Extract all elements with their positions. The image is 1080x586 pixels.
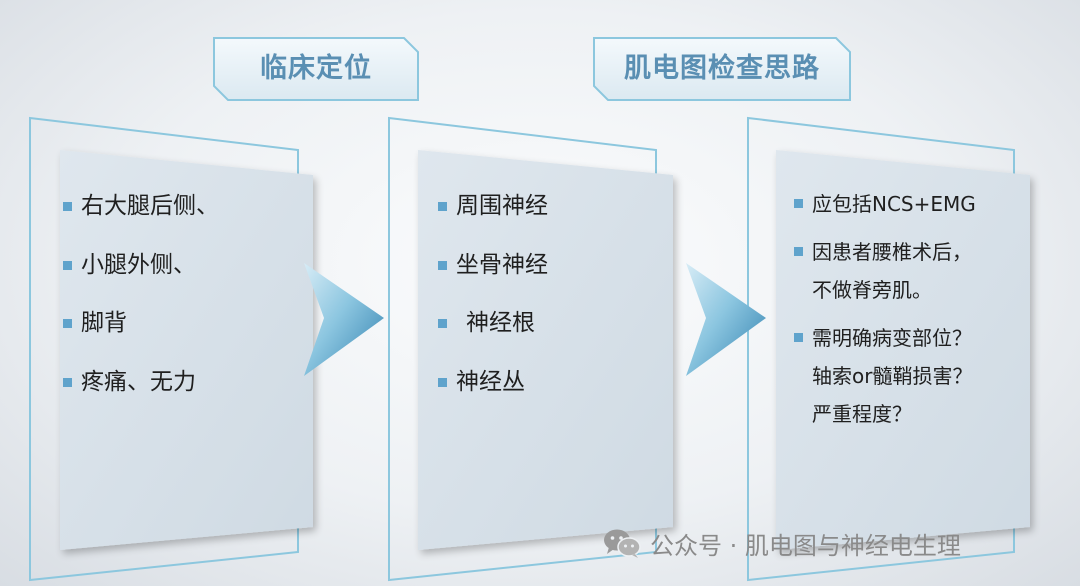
bullet-icon [438,319,447,328]
bullet-icon [438,377,447,387]
bullet-icon [794,199,803,208]
panel-frame-symptoms [29,116,313,582]
wechat-icon [604,529,641,558]
bullet-icon [63,260,72,270]
list-item: 疼痛、无力 [63,368,219,427]
bullet-icon [438,202,447,211]
bullet-icon [794,333,803,342]
title-tab-clinical [213,37,419,101]
title-emg: 肌电图检查思路 [624,53,820,84]
bullet-icon [794,247,803,256]
list-item: 坐骨神经 [438,251,548,310]
symptom-list: 右大腿后侧、 小腿外侧、 脚背 疼痛、无力 [63,192,219,426]
panel-frame-plan [747,116,1030,582]
bullet-icon [63,319,72,328]
watermark-text: 公众号 · 肌电图与神经电生理 [650,531,961,560]
list-item: 脚背 [63,309,219,368]
list-item: 应包括NCS+EMG [794,185,976,223]
title-clinical: 临床定位 [260,53,372,84]
bullet-icon [63,202,72,211]
arrow-2 [686,263,766,376]
arrow-1 [304,263,384,376]
nerve-list: 周围神经 坐骨神经 神经根 神经丛 [438,192,548,426]
bullet-icon [438,260,447,270]
list-item: 小腿外侧、 [63,251,219,310]
bullet-icon [63,377,72,387]
list-item: 周围神经 [438,192,548,251]
plan-list: 应包括NCS+EMG 因患者腰椎术后， 不做脊旁肌。 需明确病变部位？ 轴索or… [794,185,976,433]
title-tab-emg [593,37,851,101]
watermark: 公众号 · 肌电图与神经电生理 [602,527,961,560]
panel-frame-nerves [388,116,673,582]
list-item: 神经丛 [438,368,548,427]
list-item: 神经根 [438,309,548,368]
list-item: 因患者腰椎术后， 不做脊旁肌。 [794,233,976,309]
list-item: 需明确病变部位？ 轴索or髓鞘损害？ 严重程度？ [794,319,976,433]
list-item: 右大腿后侧、 [63,192,219,251]
